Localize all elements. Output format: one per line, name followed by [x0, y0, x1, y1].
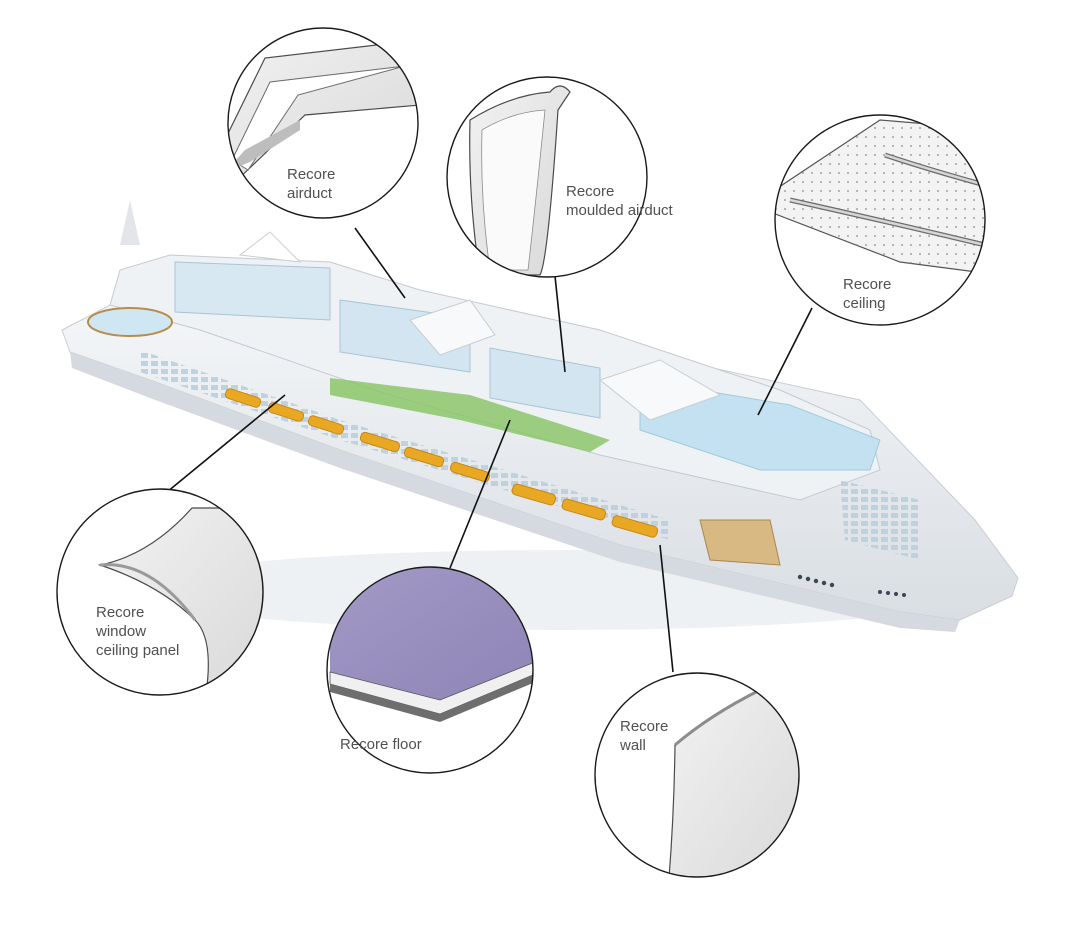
callout-ceiling — [774, 114, 986, 326]
label-moulded-airduct: Recore moulded airduct — [566, 182, 673, 220]
callout-wall — [594, 672, 800, 878]
leader-ceiling — [757, 307, 813, 416]
ship-theatre — [699, 519, 781, 566]
ship-climbing-wall — [238, 231, 302, 263]
ship-mast — [120, 200, 140, 245]
label-ceiling-line-2: ceiling — [843, 295, 886, 312]
ship-canopy-mid — [409, 299, 496, 356]
ship-portholes — [797, 574, 906, 597]
moulded-airduct-illustration — [469, 85, 571, 276]
label-wall: Recore wall — [620, 717, 668, 755]
wall-panel-illustration — [667, 688, 799, 877]
label-airduct-line-1: Recore — [287, 166, 336, 183]
leader-floor — [449, 419, 511, 569]
label-window-ceiling-panel-line-3: ceiling panel — [96, 642, 180, 659]
ship-central-park — [330, 378, 610, 452]
ship-lifeboats — [224, 388, 659, 538]
cruise-ship-illustration — [61, 200, 1019, 632]
label-floor: Recore floor — [340, 735, 422, 754]
label-airduct-line-2: airduct — [287, 185, 333, 202]
ship-bow-windows — [840, 480, 920, 560]
label-moulded-airduct-line-1: Recore — [566, 183, 615, 200]
ship-aqua-theatre — [87, 307, 173, 337]
label-airduct: Recore airduct — [287, 165, 335, 203]
callout-moulded-airduct — [446, 76, 648, 278]
ceiling-panel-illustration — [775, 119, 985, 276]
leader-window-ceiling-panel — [166, 394, 286, 493]
callout-window-ceiling-panel — [56, 488, 264, 696]
floor-panel-illustration — [329, 567, 533, 722]
label-window-ceiling-panel: Recore window ceiling panel — [96, 603, 179, 660]
leader-wall — [659, 544, 674, 673]
label-wall-line-2: wall — [620, 737, 646, 754]
label-ceiling: Recore ceiling — [843, 275, 891, 313]
ship-canopy-fwd — [598, 359, 722, 421]
callout-floor — [326, 566, 534, 774]
leader-lines — [166, 227, 813, 673]
leader-airduct — [354, 227, 406, 299]
label-moulded-airduct-line-2: moulded airduct — [566, 202, 673, 219]
leader-moulded-airduct — [554, 275, 566, 373]
ship-glass-block-aft — [174, 261, 331, 321]
callout-airduct — [227, 27, 419, 219]
window-ceiling-panel-illustration — [97, 507, 263, 695]
label-floor-line-1: Recore floor — [340, 736, 422, 753]
label-wall-line-1: Recore — [620, 718, 669, 735]
airduct-profile-illustration — [228, 39, 418, 186]
label-window-ceiling-panel-line-2: window — [96, 623, 147, 640]
label-window-ceiling-panel-line-1: Recore — [96, 604, 145, 621]
label-ceiling-line-1: Recore — [843, 276, 892, 293]
